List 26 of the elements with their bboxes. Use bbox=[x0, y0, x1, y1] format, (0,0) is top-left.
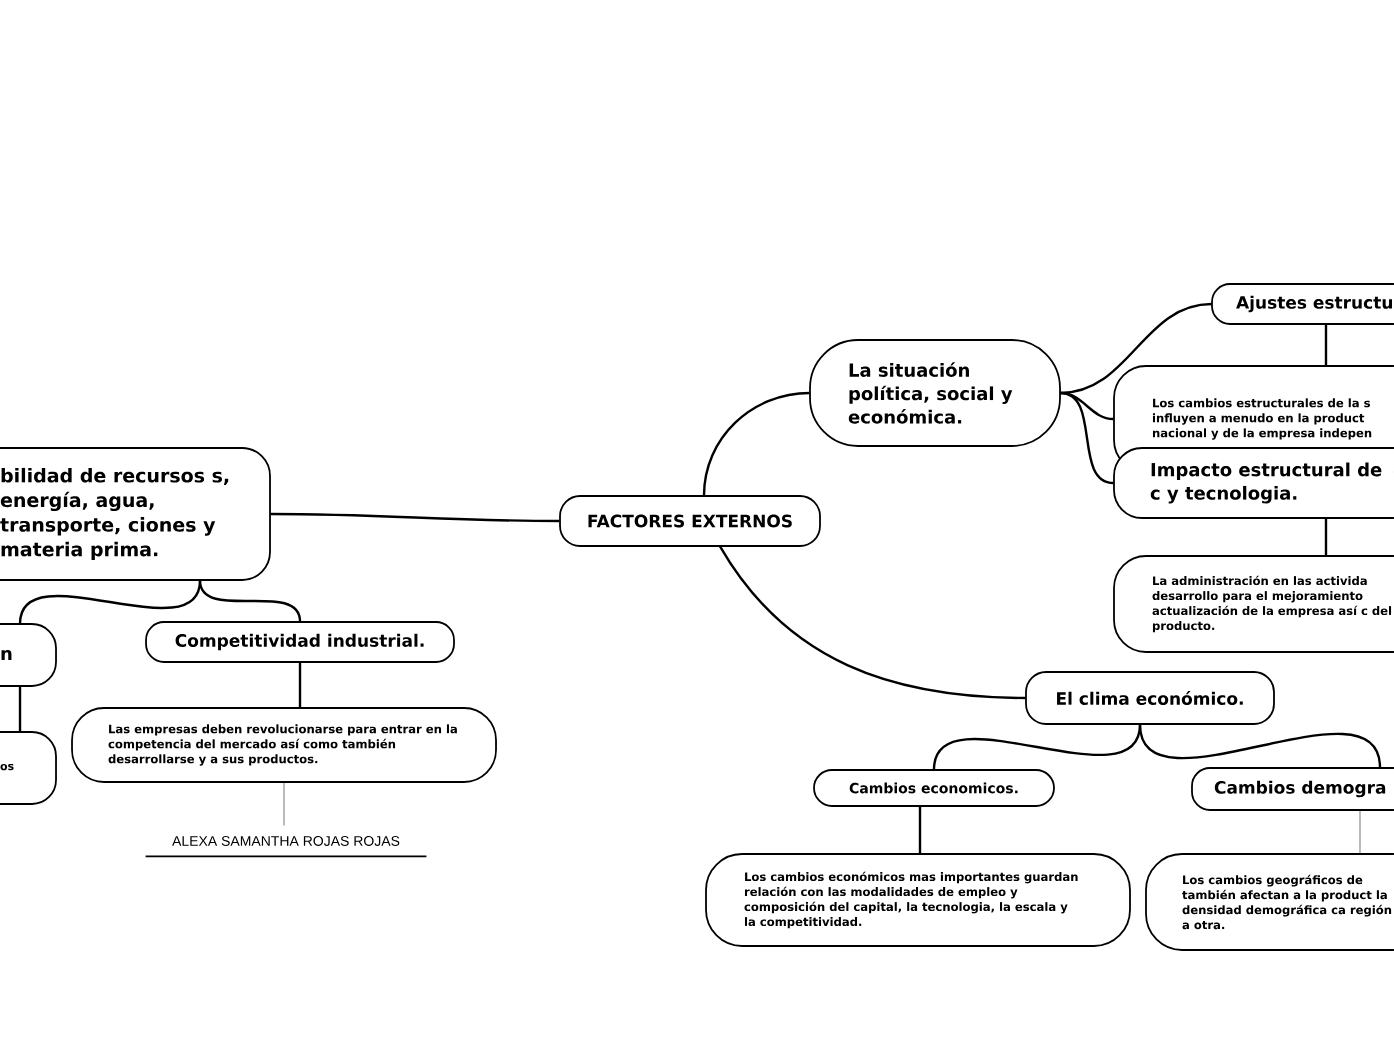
connector bbox=[18, 580, 202, 624]
topic-box: La situación política, social y económica. bbox=[809, 339, 1061, 447]
connector bbox=[932, 724, 1142, 770]
subtopic-box: Cambios demogra bbox=[1191, 767, 1394, 811]
topic-box: FACTORES EXTERNOS bbox=[559, 495, 821, 547]
subtopic-box: Impacto estructural de c y tecnologia. bbox=[1113, 447, 1394, 519]
connector bbox=[1359, 809, 1361, 855]
connector bbox=[918, 806, 922, 854]
connector bbox=[283, 781, 285, 827]
connector bbox=[1138, 724, 1382, 768]
connector bbox=[702, 391, 810, 496]
connector bbox=[1060, 391, 1114, 421]
connector bbox=[1324, 324, 1328, 366]
subtopic-box: n bbox=[0, 623, 57, 687]
connector bbox=[1060, 302, 1212, 395]
connector bbox=[298, 662, 302, 708]
connector bbox=[270, 512, 560, 523]
connector bbox=[18, 686, 22, 732]
connector bbox=[198, 580, 302, 622]
connector bbox=[1324, 518, 1328, 556]
connector bbox=[1060, 391, 1114, 485]
subtopic-box: Competitividad industrial. bbox=[145, 621, 455, 663]
subtopic-box: Ajustes estructu bbox=[1211, 283, 1394, 325]
topic-box: El clima económico. bbox=[1025, 671, 1275, 725]
topic-box: bilidad de recursos s, energía, agua, transporte, ciones y materia prima. bbox=[0, 447, 271, 581]
connector bbox=[719, 545, 1026, 700]
